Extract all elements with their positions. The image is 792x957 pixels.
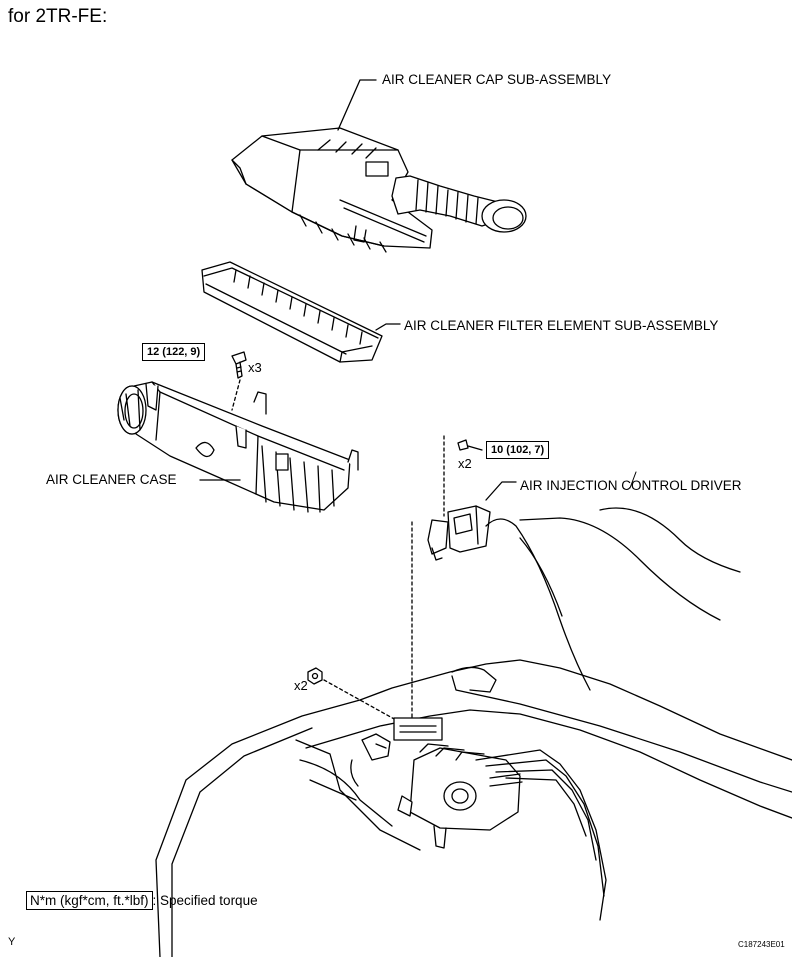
vehicle-body-drawing: [155, 507, 792, 957]
air-cleaner-cap-drawing: [231, 127, 433, 253]
intake-hose-drawing: [391, 175, 527, 233]
driver-bolt-drawing: [457, 439, 483, 451]
label-air-cleaner-cap: AIR CLEANER CAP SUB-ASSEMBLY: [382, 72, 612, 87]
filter-leader-line: [375, 323, 401, 331]
air-injection-driver-drawing: [427, 505, 491, 561]
driver-leader-line: [485, 481, 517, 501]
corner-mark: Y: [8, 936, 16, 948]
label-air-injection-driver: AIR INJECTION CONTROL DRIVER: [520, 478, 742, 493]
label-filter-element: AIR CLEANER FILTER ELEMENT SUB-ASSEMBLY: [404, 318, 719, 333]
page-heading: for 2TR-FE:: [8, 6, 108, 27]
case-bolt-guide: [231, 379, 241, 411]
torque-spec-driver-bolt: 10 (102, 7): [486, 441, 550, 459]
case-bolt-drawing: [231, 351, 247, 379]
legend-description: : Specified torque: [152, 893, 258, 908]
legend-torque-units: N*m (kgf*cm, ft.*lbf): [26, 891, 153, 910]
torque-legend: N*m (kgf*cm, ft.*lbf): Specified torque: [26, 891, 258, 910]
abs-actuator-drawing: [397, 743, 607, 921]
figure-code: C187243E01: [738, 940, 785, 949]
driver-pointer-mark: [629, 471, 637, 489]
nut-guide: [323, 679, 397, 721]
qty-driver-bolt: x2: [458, 456, 472, 471]
qty-case-bolt: x3: [248, 360, 262, 375]
torque-spec-case-bolt: 12 (122, 9): [142, 343, 206, 361]
cap-leader-line: [337, 79, 377, 131]
filter-element-drawing: [201, 261, 383, 363]
qty-nut: x2: [294, 678, 308, 693]
label-air-cleaner-case: AIR CLEANER CASE: [46, 472, 177, 487]
nut-drawing: [307, 667, 323, 685]
air-cleaner-case-drawing: [117, 381, 359, 513]
